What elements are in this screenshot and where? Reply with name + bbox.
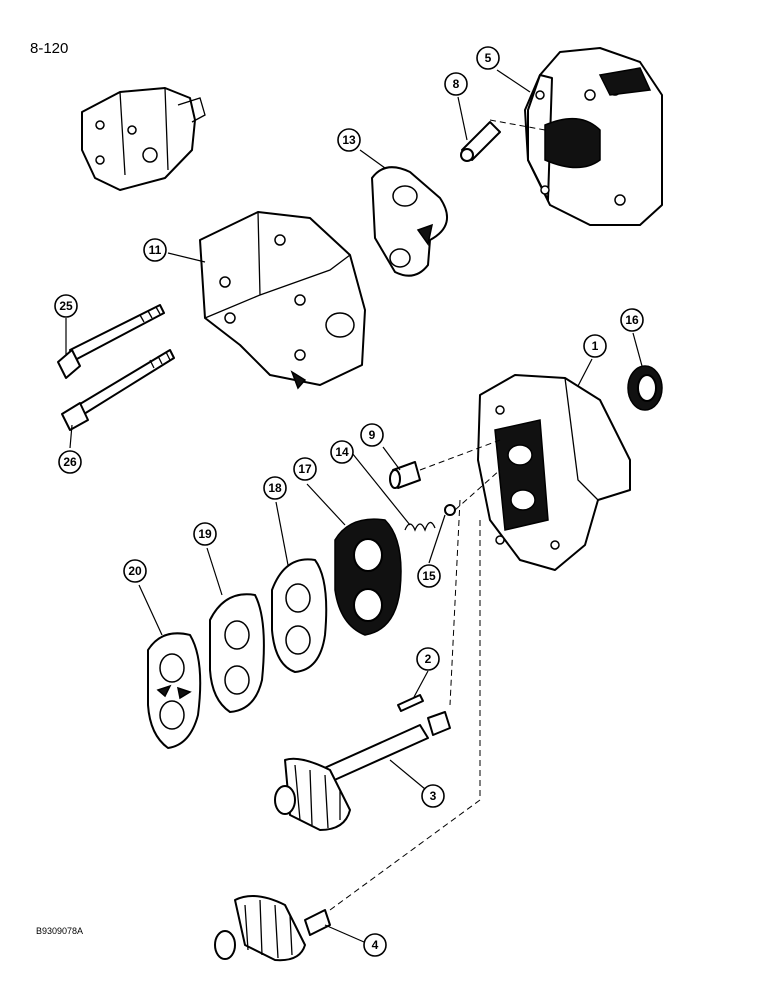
callout-11: 11 xyxy=(143,238,167,262)
callout-1: 1 xyxy=(583,334,607,358)
part-18-plate xyxy=(271,558,328,673)
part-4-gear xyxy=(214,895,331,962)
part-16-seal xyxy=(627,365,663,411)
svg-text:4: 4 xyxy=(372,938,379,952)
svg-text:17: 17 xyxy=(298,462,312,476)
assembled-pump xyxy=(81,87,206,191)
svg-text:13: 13 xyxy=(342,133,356,147)
dash-shaft-4 xyxy=(329,520,481,911)
callout-19: 19 xyxy=(193,522,217,546)
svg-text:9: 9 xyxy=(369,428,376,442)
callout-15: 15 xyxy=(417,564,441,588)
svg-text:26: 26 xyxy=(63,455,77,469)
part-5-housing xyxy=(524,47,663,226)
part-13-plate xyxy=(371,166,449,277)
part-3-gear-shaft xyxy=(274,711,451,831)
svg-text:20: 20 xyxy=(128,564,142,578)
dash-shaft-3 xyxy=(449,499,461,706)
part-14-spring xyxy=(404,521,436,532)
figure-reference: B9309078A xyxy=(36,926,84,936)
callout-13: 13 xyxy=(337,128,361,152)
part-19-gasket xyxy=(209,593,265,713)
part-15-ball xyxy=(444,504,456,516)
callout-26: 26 xyxy=(58,450,82,474)
part-26-bolt xyxy=(61,349,175,431)
callout-4: 4 xyxy=(363,933,387,957)
callout-8: 8 xyxy=(444,72,468,96)
callout-18: 18 xyxy=(263,476,287,500)
svg-text:16: 16 xyxy=(625,313,639,327)
svg-text:3: 3 xyxy=(430,789,437,803)
page-number: 8-120 xyxy=(30,40,69,57)
callout-9: 9 xyxy=(360,423,384,447)
part-8-dowel xyxy=(460,121,501,162)
dash-9-1 xyxy=(419,439,501,471)
svg-text:14: 14 xyxy=(335,445,349,459)
svg-text:25: 25 xyxy=(59,299,73,313)
part-11-housing xyxy=(199,211,366,390)
callout-25: 25 xyxy=(54,294,78,318)
part-25-bolt xyxy=(57,304,165,379)
svg-text:11: 11 xyxy=(149,243,162,257)
svg-text:5: 5 xyxy=(485,51,492,65)
callout-14: 14 xyxy=(330,440,354,464)
part-20-plate xyxy=(147,632,202,749)
part-9-dowel xyxy=(389,461,421,489)
svg-text:18: 18 xyxy=(268,481,282,495)
leader-lines xyxy=(65,69,643,943)
part-1-body xyxy=(477,374,631,571)
part-2-key xyxy=(397,694,424,712)
callout-2: 2 xyxy=(416,647,440,671)
svg-text:19: 19 xyxy=(198,527,212,541)
callout-16: 16 xyxy=(620,308,644,332)
dash-15-1 xyxy=(454,469,501,511)
callout-3: 3 xyxy=(421,784,445,808)
callout-5: 5 xyxy=(476,46,500,70)
svg-text:8: 8 xyxy=(453,77,460,91)
svg-text:1: 1 xyxy=(592,339,599,353)
part-17-gasket xyxy=(334,518,402,636)
callout-20: 20 xyxy=(123,559,147,583)
svg-text:2: 2 xyxy=(425,652,432,666)
callout-17: 17 xyxy=(293,457,317,481)
svg-text:15: 15 xyxy=(422,569,436,583)
